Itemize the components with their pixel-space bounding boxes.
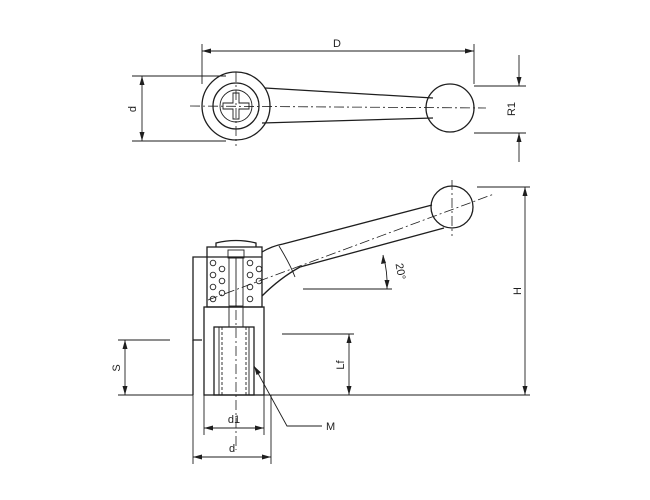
hub-d-label: d [127, 106, 139, 112]
angle-label: 20° [393, 262, 408, 280]
top-centerline-horizontal [189, 105, 487, 109]
d-arrow-left [202, 48, 211, 54]
d1-arrow-left [204, 425, 213, 431]
d-length-label: D [333, 38, 341, 50]
s-arrow-bottom [122, 386, 128, 395]
lever-arm-upper [261, 204, 433, 253]
hub-d-arrow-bottom [139, 132, 145, 141]
lever-arm-lower-edge [261, 117, 434, 124]
angle-arrow-top [381, 255, 386, 264]
boss-outer [203, 306, 265, 396]
lf-label: Lf [335, 359, 347, 369]
lf-arrow-bottom [346, 386, 352, 395]
clamp-body-left-outline [192, 256, 207, 341]
r1-label: R1 [506, 102, 518, 116]
base-d-label: d [229, 443, 235, 455]
d1-arrow-right [255, 425, 264, 431]
base-d-arrow-right [262, 454, 271, 460]
d-arrow-right [465, 48, 474, 54]
s-label: S [111, 364, 123, 371]
lever-arm-upper-edge [264, 87, 434, 99]
lever-root-curve [278, 245, 296, 278]
threaded-insert [213, 326, 255, 396]
r1-arrow-top [516, 77, 522, 86]
h-label: H [512, 287, 524, 295]
top-view: D d R1 [127, 38, 526, 162]
d1-label: d1 [228, 414, 240, 426]
lever-centerline [207, 193, 495, 301]
base-d-arrow-left [193, 454, 202, 460]
cap-screw [215, 239, 257, 247]
lf-arrow-top [346, 334, 352, 343]
spring-coils-left [209, 259, 226, 303]
side-view: H 20° S Lf M d1 [111, 180, 530, 464]
angle-arrow-bottom [384, 280, 390, 289]
s-arrow-top [122, 340, 128, 349]
h-arrow-top [522, 187, 528, 196]
r1-arrow-bottom [516, 133, 522, 142]
hub-d-arrow-top [139, 76, 145, 85]
cross-slot-icon [222, 92, 250, 120]
m-leader-arrow [254, 366, 261, 375]
h-arrow-bottom [522, 386, 528, 395]
m-label: M [326, 421, 335, 433]
lever-arm-lower [261, 227, 445, 297]
m-leader-line [253, 365, 322, 427]
